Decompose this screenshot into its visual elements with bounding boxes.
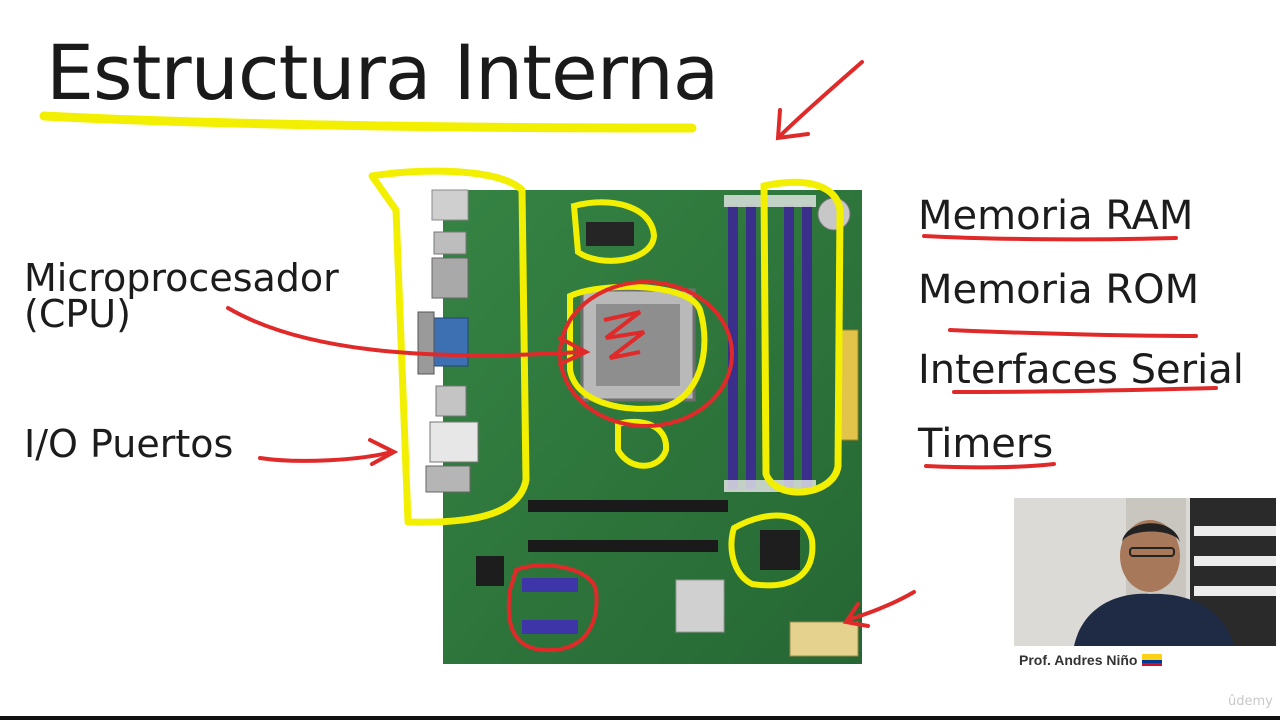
right-item-ram: Memoria RAM — [918, 193, 1194, 239]
presenter-body — [1074, 593, 1234, 646]
presenter-webcam — [1014, 498, 1276, 646]
io-port-audio — [425, 465, 471, 493]
io-port-usb1 — [433, 231, 467, 255]
chipset-heatsink — [675, 579, 725, 633]
io-port-dp — [431, 257, 469, 299]
pcie-x16-slot-2 — [528, 540, 718, 552]
cpu-label-line1: Microprocesador — [24, 256, 339, 300]
pcie-x1-slot-1 — [522, 578, 578, 592]
io-ports-label: I/O Puertos — [24, 422, 234, 466]
presenter-name: Prof. Andres Niño — [1019, 652, 1162, 668]
atx-power-connector — [839, 329, 859, 441]
chip-bios — [476, 556, 504, 586]
board-pcb-shade — [443, 190, 862, 664]
io-port-vga — [433, 317, 469, 367]
presenter-name-text: Prof. Andres Niño — [1019, 652, 1138, 668]
presenter-glasses — [1129, 547, 1175, 557]
bottom-bar — [0, 716, 1280, 720]
sata-ports — [789, 621, 859, 657]
ram-clip-top — [724, 195, 816, 207]
ram-slot-2 — [746, 205, 756, 489]
chip-vrm — [586, 222, 634, 246]
io-port-ps2 — [431, 189, 469, 221]
pcie-x1-slot-2 — [522, 620, 578, 634]
io-port-usb2 — [435, 385, 467, 417]
right-item-rom: Memoria ROM — [918, 267, 1200, 313]
ram-clip-bottom — [724, 480, 816, 492]
io-port-lan — [429, 421, 479, 463]
cpu-label-line2: (CPU) — [24, 292, 131, 336]
udemy-watermark: ûdemy — [1228, 694, 1273, 709]
cpu-label: Microprocesador (CPU) — [24, 258, 339, 334]
colombia-flag-icon — [1141, 654, 1162, 666]
right-item-timers: Timers — [918, 421, 1054, 467]
battery-cr2032 — [817, 197, 851, 231]
slide-title: Estructura Interna — [46, 28, 719, 117]
chip-io — [760, 530, 800, 570]
cpu-socket-plate — [596, 304, 680, 386]
ram-slot-1 — [728, 205, 738, 489]
io-port-dvi — [417, 311, 435, 375]
right-item-serial: Interfaces Serial — [918, 347, 1244, 393]
ram-slot-3 — [784, 205, 794, 489]
presenter-video-frame — [1014, 498, 1276, 646]
ram-slot-4 — [802, 205, 812, 489]
pcie-x16-slot-1 — [528, 500, 728, 512]
presenter-hair — [1122, 523, 1180, 542]
